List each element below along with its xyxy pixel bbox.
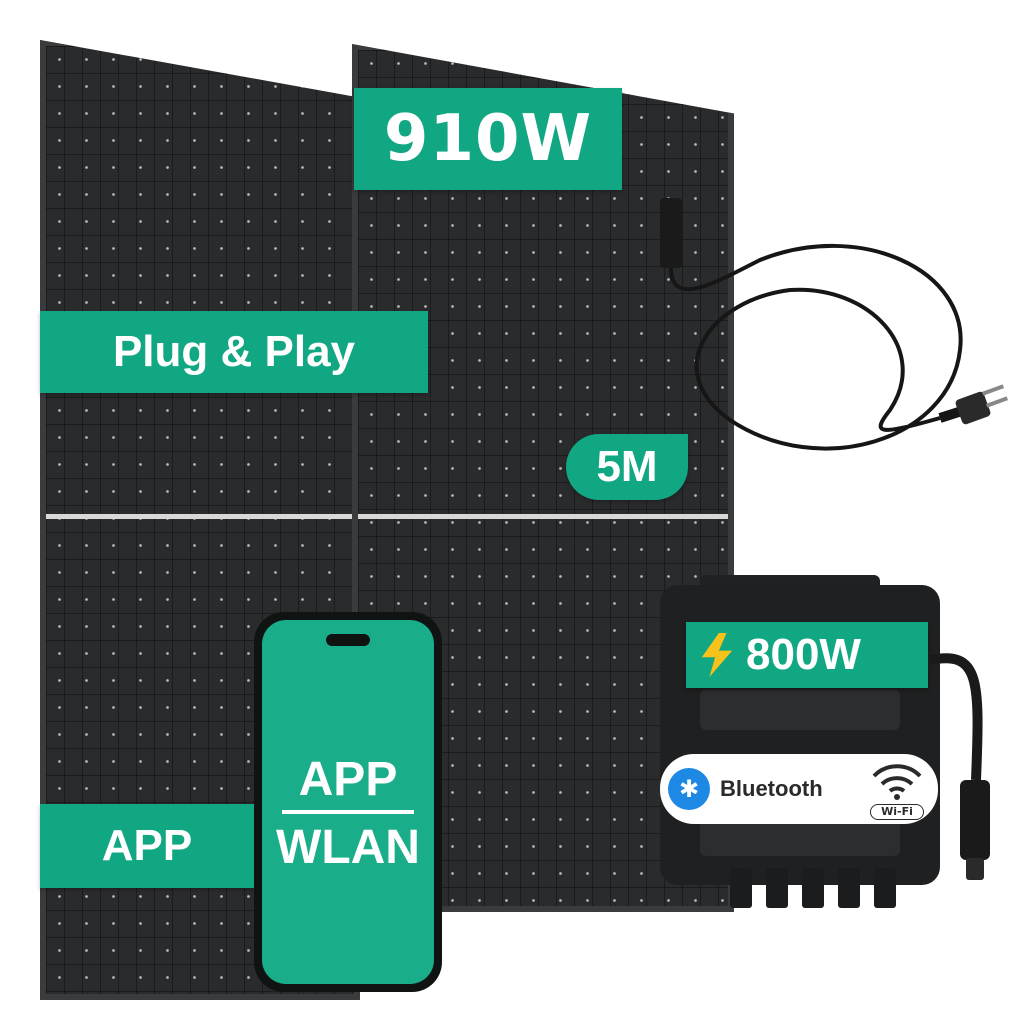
phone-screen: APP WLAN	[262, 620, 434, 984]
phone-text-wlan: WLAN	[276, 821, 420, 874]
panel-divider	[46, 514, 354, 519]
smartphone: APP WLAN	[254, 612, 442, 992]
plug-play-badge: Plug & Play	[40, 311, 428, 393]
cable-icon	[660, 198, 1009, 451]
wifi-label: Wi-Fi	[870, 804, 924, 820]
dc-connector	[874, 868, 896, 908]
inverter-power-badge-text: 800W	[746, 630, 861, 679]
panel-divider	[358, 514, 728, 519]
phone-text-app: APP	[298, 753, 398, 806]
power-badge: 910W	[354, 88, 622, 190]
dc-connector	[802, 868, 824, 908]
cable-length-badge: 5M	[566, 434, 688, 500]
bluetooth-icon: ✱	[668, 768, 710, 810]
wifi-icon: Wi-Fi	[870, 760, 924, 820]
phone-notch	[326, 634, 370, 646]
cable-length-badge-text: 5M	[596, 442, 658, 491]
bluetooth-label: Bluetooth	[720, 776, 823, 801]
inverter-cable	[929, 653, 990, 880]
plug-play-badge-text: Plug & Play	[112, 327, 356, 376]
inverter-power-badge: 800W	[686, 622, 928, 688]
app-badge: APP	[40, 804, 254, 888]
lightning-icon	[701, 633, 733, 677]
inverter-rib	[700, 690, 900, 730]
connectivity-pill: ✱ Bluetooth Wi-Fi	[660, 754, 938, 824]
phone-divider	[282, 810, 414, 814]
dc-connector	[838, 868, 860, 908]
dc-connector	[730, 868, 752, 908]
dc-connector	[766, 868, 788, 908]
power-badge-text: 910W	[383, 102, 593, 176]
app-badge-text: APP	[101, 821, 193, 870]
